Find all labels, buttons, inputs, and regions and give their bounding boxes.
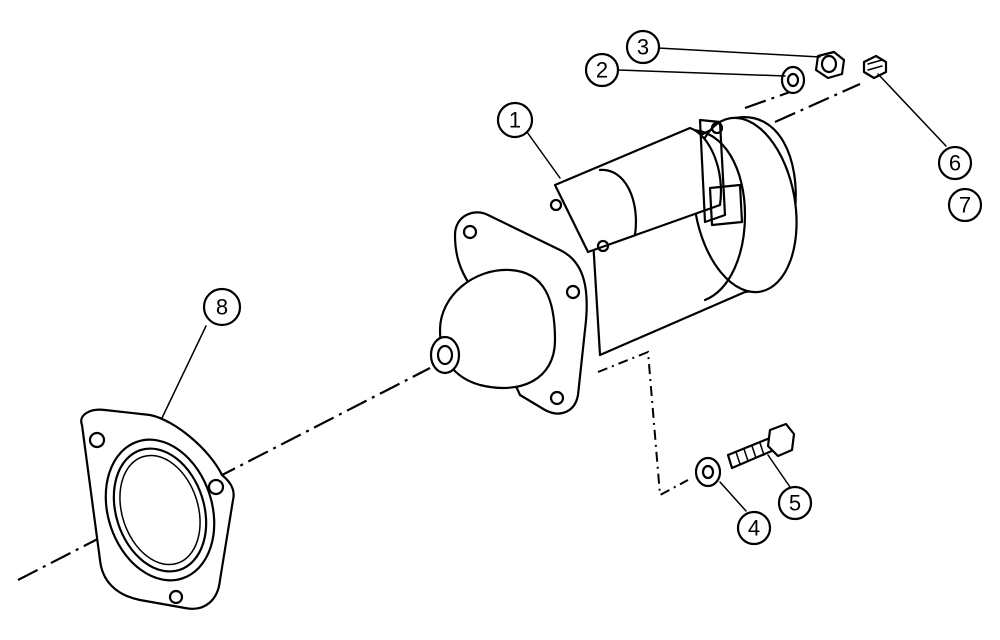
callout-7-label: 7 [959, 193, 971, 218]
callout-4-label: 4 [748, 516, 760, 541]
gasket-part-8 [80, 408, 235, 610]
lock-washer-part-2 [780, 65, 806, 95]
callout-1-label: 1 [509, 108, 521, 133]
callout-8: 8 [202, 287, 242, 327]
nut-part-6 [862, 54, 888, 80]
callout-3-label: 3 [637, 35, 649, 60]
callout-5-label: 5 [789, 491, 801, 516]
callout-1: 1 [496, 101, 534, 139]
callout-4: 4 [736, 510, 772, 546]
washer-part-4 [694, 456, 722, 488]
callout-6: 6 [937, 145, 973, 181]
callout-7: 7 [947, 187, 983, 223]
bolt-part-5 [726, 422, 796, 470]
callout-2-label: 2 [596, 58, 608, 83]
starter-motor-part-1 [429, 116, 798, 415]
assembly-centerlines [17, 82, 861, 581]
callout-5: 5 [777, 485, 813, 521]
leader-lines [161, 47, 947, 512]
callout-8-label: 8 [216, 295, 228, 320]
callout-3: 3 [625, 29, 661, 65]
nut-part-3 [814, 50, 846, 80]
callout-2: 2 [584, 52, 620, 88]
callout-6-label: 6 [949, 151, 961, 176]
